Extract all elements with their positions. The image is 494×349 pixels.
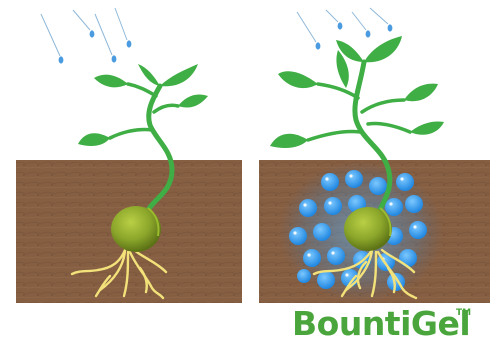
leaves-left xyxy=(78,64,208,146)
trademark-mark: TM xyxy=(456,308,471,318)
panel-without-gel xyxy=(16,8,242,303)
rain-drops-left xyxy=(41,8,131,64)
panel-with-gel xyxy=(259,8,490,303)
brand-logo-text: BountiGel xyxy=(292,306,470,342)
